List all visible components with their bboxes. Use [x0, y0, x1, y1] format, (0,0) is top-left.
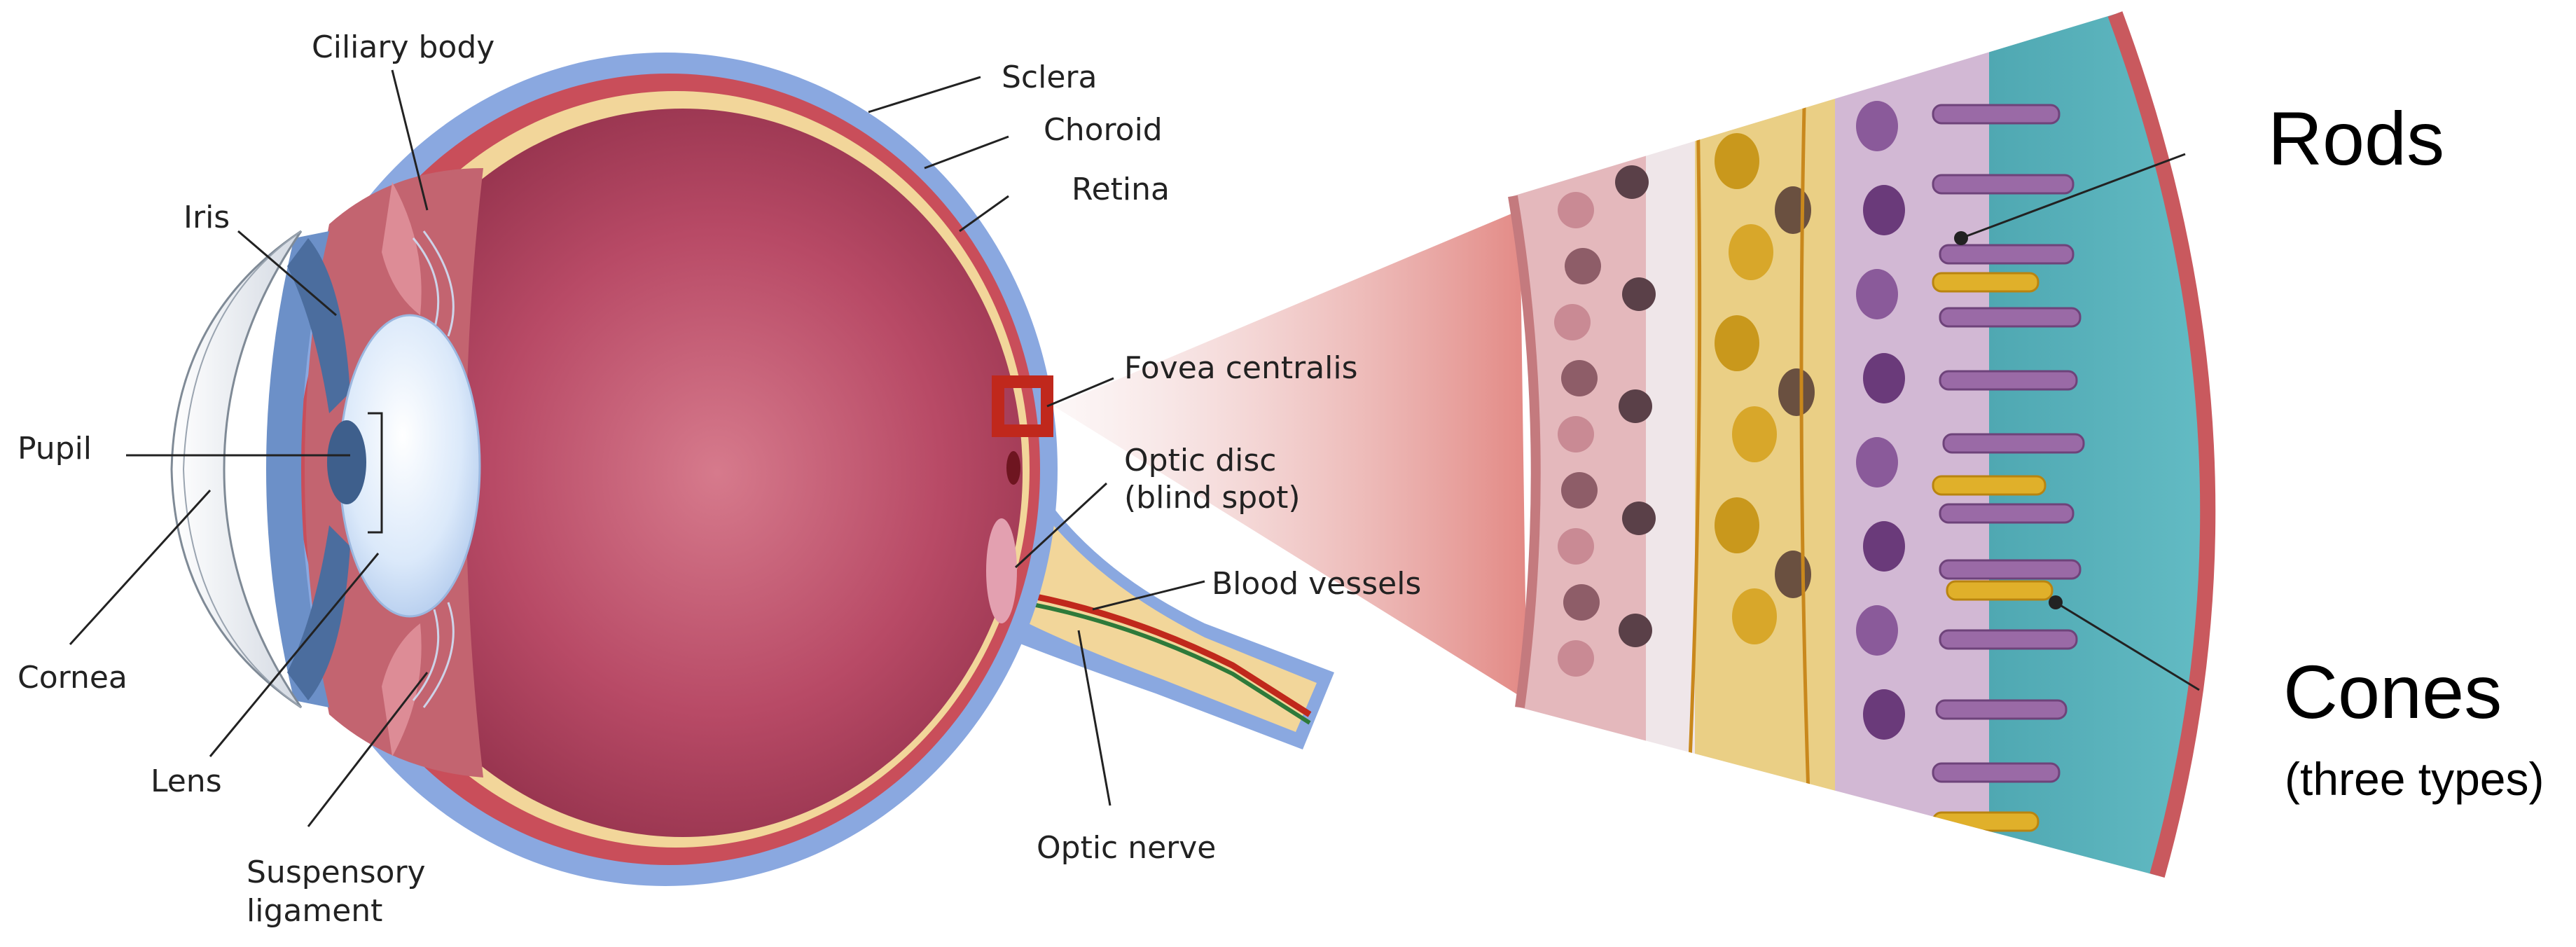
retina-magnified — [1508, 11, 2216, 878]
label-sclera: Sclera — [1002, 60, 1097, 95]
pink-ganglion-cells — [1554, 165, 1656, 677]
label-pupil: Pupil — [18, 431, 92, 466]
label-optic-disc: Optic disc — [1124, 443, 1277, 478]
label-retina: Retina — [1072, 172, 1170, 207]
label-ligament: ligament — [247, 893, 382, 929]
label-blood-vessels: Blood vessels — [1212, 566, 1421, 602]
pupil-shape — [327, 420, 366, 504]
eye-cross-section — [170, 53, 1334, 886]
label-choroid: Choroid — [1044, 112, 1163, 148]
optic-disc-shape — [986, 518, 1017, 623]
iris-shape — [287, 238, 350, 413]
eye-label-group: Ciliary body Sclera Choroid Retina Iris … — [18, 29, 1421, 929]
retina-label-group: Rods Cones (three types) — [2268, 96, 2544, 805]
leader-lines — [69, 69, 2200, 827]
label-optic-nerve: Optic nerve — [1037, 830, 1216, 866]
label-cones-note: (three types) — [2285, 753, 2544, 805]
fovea-pit — [1006, 451, 1020, 485]
label-optic-disc-note: (blind spot) — [1124, 480, 1301, 516]
rod-outer-segments — [1932, 104, 2085, 783]
magnification-cone — [1054, 210, 1527, 700]
label-suspensory: Suspensory — [247, 855, 426, 890]
yellow-bipolar-cells — [1715, 133, 1815, 644]
label-fovea-centralis: Fovea centralis — [1124, 350, 1358, 386]
purple-rod-cells — [1856, 101, 1905, 740]
label-cones: Cones — [2283, 649, 2502, 734]
retina-rim — [2107, 11, 2216, 878]
label-ciliary-body: Ciliary body — [312, 29, 494, 65]
blood-vessel-shape — [1029, 592, 1312, 717]
label-iris: Iris — [183, 200, 230, 235]
label-rods: Rods — [2268, 96, 2444, 181]
label-lens: Lens — [151, 763, 222, 799]
vitreous-shape — [343, 109, 1023, 837]
label-cornea: Cornea — [18, 660, 127, 696]
